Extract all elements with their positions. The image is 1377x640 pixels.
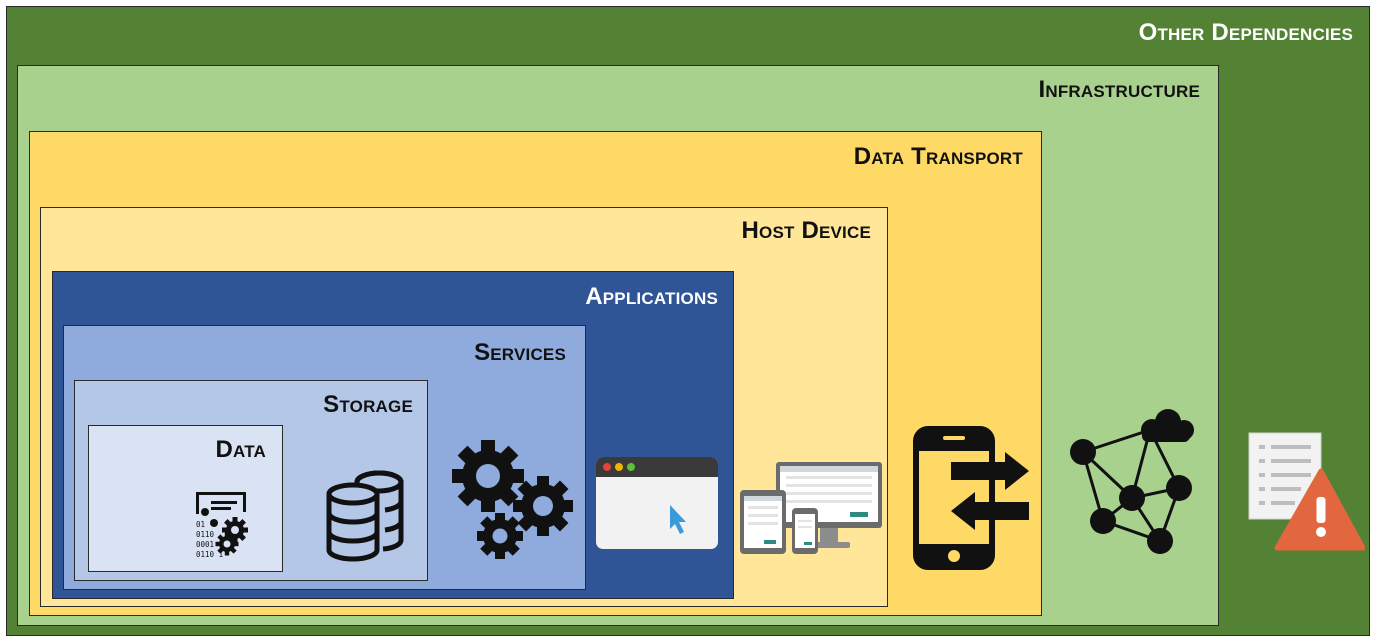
layer-title-other-dependencies: Other Dependencies — [1138, 19, 1353, 46]
binary-line-4: 0110 1 — [196, 550, 223, 559]
phone-data-transfer-icon — [913, 426, 1035, 570]
browser-window-icon — [596, 457, 718, 549]
cloud-network-icon — [1068, 408, 1196, 558]
gears-icon — [450, 438, 576, 560]
layer-title-infrastructure: Infrastructure — [1038, 76, 1200, 103]
layer-title-data-transport: Data Transport — [853, 143, 1023, 170]
binary-line-1: 01 — [196, 520, 205, 529]
document-warning-icon — [1247, 431, 1365, 553]
layer-title-applications: Applications — [585, 283, 718, 310]
layer-title-host-device: Host Device — [741, 217, 871, 244]
layer-title-storage: Storage — [323, 391, 413, 418]
layer-data: Data — [88, 425, 283, 572]
layer-title-data: Data — [215, 436, 266, 463]
binary-line-3: 0001 — [196, 540, 214, 549]
layer-title-services: Services — [474, 339, 566, 366]
binary-line-2: 0110 — [196, 530, 215, 539]
database-icon — [323, 470, 405, 562]
data-file-gears-icon: 01 0110 0001 0110 1 — [193, 490, 253, 560]
multi-device-icon — [740, 460, 884, 556]
